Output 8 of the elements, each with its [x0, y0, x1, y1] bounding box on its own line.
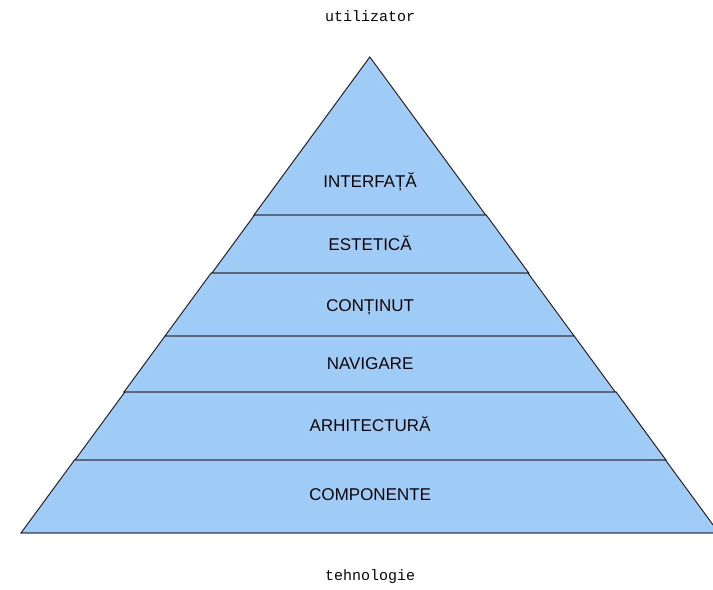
top-label: utilizator — [325, 9, 416, 26]
layer-label: ARHITECTURĂ — [308, 416, 432, 436]
layer-label: COMPONENTE — [308, 485, 432, 505]
layer-label: NAVIGARE — [326, 354, 414, 374]
layer-label: CONȚINUT — [325, 296, 415, 316]
bottom-label: tehnologie — [325, 568, 416, 585]
layer-label: ESTETICĂ — [327, 235, 413, 255]
layer-label: INTERFAȚĂ — [322, 172, 418, 192]
